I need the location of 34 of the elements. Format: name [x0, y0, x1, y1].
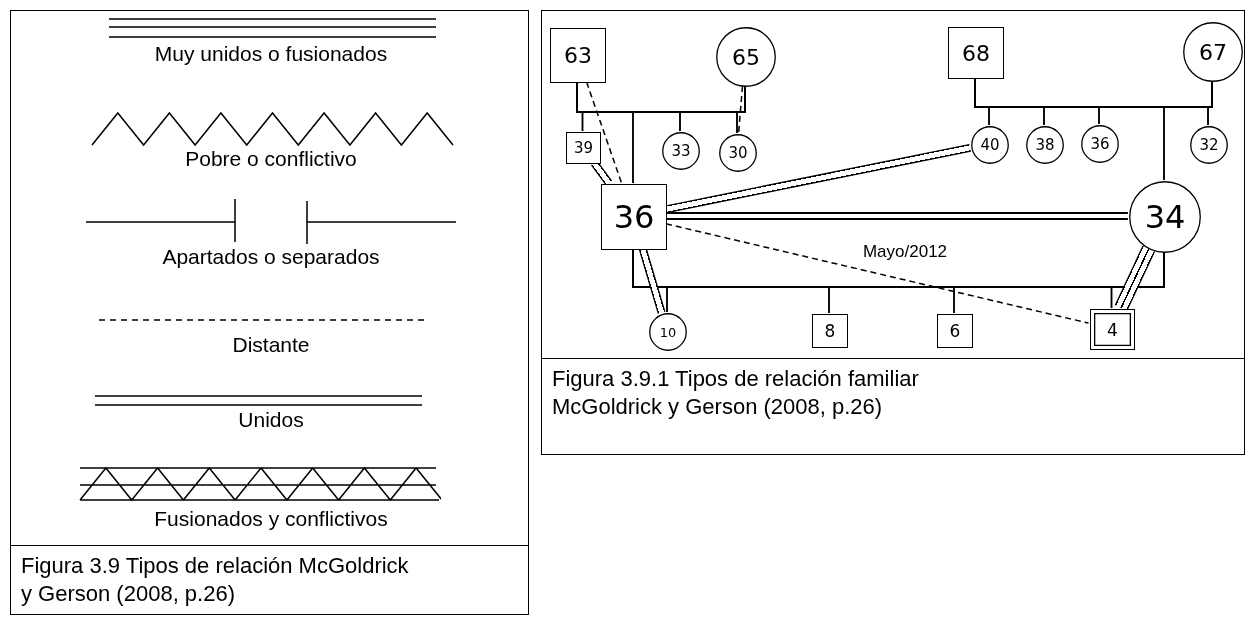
legend-label: Apartados o separados — [162, 245, 380, 269]
person-circle: 36 — [1081, 125, 1119, 163]
double-line — [638, 247, 666, 314]
triple-line — [1114, 245, 1156, 311]
person-square: 68 — [948, 27, 1004, 79]
figure-panel — [541, 10, 1245, 455]
double-line — [665, 143, 971, 214]
legend-label: Unidos — [238, 408, 304, 432]
person-circle: 34 — [1129, 181, 1201, 253]
person-circle: 10 — [649, 313, 687, 351]
legend-label: Fusionados y conflictivos — [154, 507, 388, 531]
person-circle: 30 — [719, 134, 757, 172]
dashed-line — [665, 223, 1090, 324]
person-square: 6 — [937, 314, 973, 348]
person-circle: 67 — [1183, 22, 1243, 82]
person-square: 39 — [566, 132, 601, 164]
person-square: 63 — [550, 28, 606, 83]
figure-caption: Figura 3.9.1 Tipos de relación familiar McGoldrick y Gerson (2008, p.26) — [552, 365, 920, 421]
double-line — [666, 212, 1128, 220]
person-circle: 32 — [1190, 126, 1228, 164]
person-circle: 65 — [716, 27, 776, 87]
person-circle: 33 — [662, 132, 700, 170]
person-double-square: 4 — [1090, 309, 1135, 350]
person-square: 36 — [601, 184, 667, 250]
person-square: 8 — [812, 314, 848, 348]
figure-caption: Figura 3.9 Tipos de relación McGoldrick y Gerson (2008, p.26) — [21, 552, 410, 608]
legend-label: Muy unidos o fusionados — [154, 42, 388, 66]
dashed-line — [585, 81, 623, 184]
legend-label: Pobre o conflictivo — [185, 147, 357, 171]
person-circle: 40 — [971, 126, 1009, 164]
person-circle: 38 — [1026, 126, 1064, 164]
figure-panel — [10, 10, 529, 615]
family-line — [1207, 80, 1213, 126]
legend-label: Distante — [232, 333, 310, 357]
